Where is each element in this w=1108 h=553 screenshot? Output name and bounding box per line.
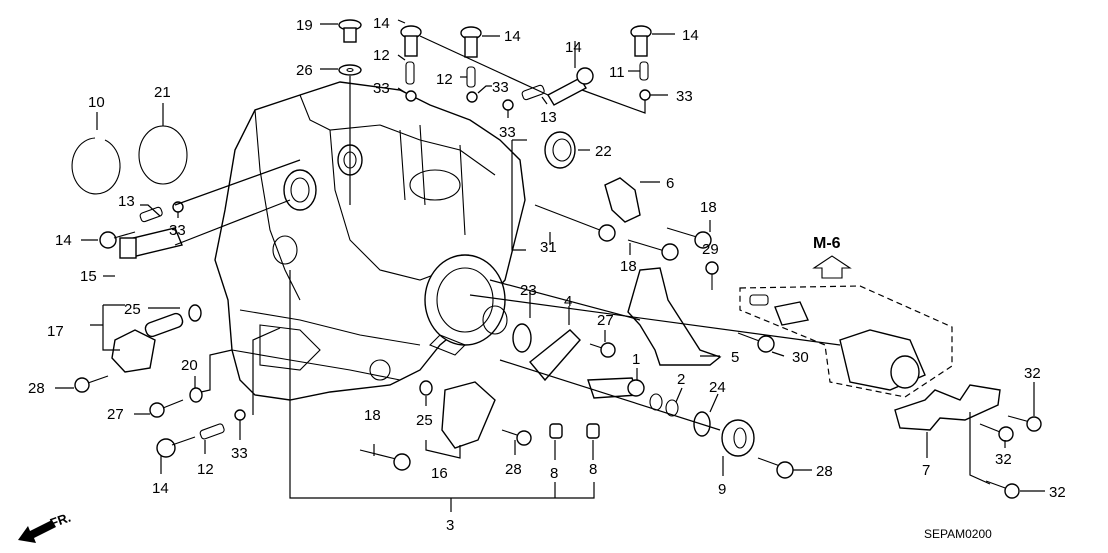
front-label: FR. (48, 510, 73, 531)
small-parts (71, 19, 1042, 499)
callout-16[interactable]: 16 (431, 465, 448, 482)
up-arrow-icon (812, 255, 852, 279)
callout-18[interactable]: 18 (700, 199, 717, 216)
callout-2[interactable]: 2 (677, 371, 685, 388)
callout-14[interactable]: 14 (55, 232, 72, 249)
callout-labels: 19 26 14 12 33 14 12 33 14 13 33 14 11 3… (28, 15, 1066, 534)
callout-1[interactable]: 1 (632, 351, 640, 368)
callout-32[interactable]: 32 (1049, 484, 1066, 501)
bolt-14-c (547, 67, 594, 106)
bolt-14-a (400, 25, 422, 57)
callout-8[interactable]: 8 (589, 461, 597, 478)
callout-28[interactable]: 28 (28, 380, 45, 397)
front-indicator: FR. (18, 510, 73, 543)
callout-12[interactable]: 12 (373, 47, 390, 64)
callout-14[interactable]: 14 (373, 15, 390, 32)
callout-25[interactable]: 25 (416, 412, 433, 429)
callout-33[interactable]: 33 (676, 88, 693, 105)
callout-7[interactable]: 7 (922, 462, 930, 479)
callout-22[interactable]: 22 (595, 143, 612, 160)
callout-19[interactable]: 19 (296, 17, 313, 34)
callout-23[interactable]: 23 (520, 282, 537, 299)
callout-33[interactable]: 33 (231, 445, 248, 462)
callout-5[interactable]: 5 (731, 349, 739, 366)
callout-4[interactable]: 4 (564, 293, 572, 310)
callout-13[interactable]: 13 (540, 109, 557, 126)
m6-reference-label: M-6 (813, 235, 841, 252)
callout-12[interactable]: 12 (197, 461, 214, 478)
callout-8[interactable]: 8 (550, 465, 558, 482)
callout-18[interactable]: 18 (620, 258, 637, 275)
callout-33[interactable]: 33 (499, 124, 516, 141)
callout-29[interactable]: 29 (702, 241, 719, 258)
callout-32[interactable]: 32 (995, 451, 1012, 468)
callout-20[interactable]: 20 (181, 357, 198, 374)
callout-30[interactable]: 30 (792, 349, 809, 366)
bolt-14-b (460, 26, 482, 58)
callout-33[interactable]: 33 (169, 222, 186, 239)
transmission-case (214, 81, 526, 401)
callout-28[interactable]: 28 (505, 461, 522, 478)
callout-12[interactable]: 12 (436, 71, 453, 88)
leader-lines (55, 19, 1045, 512)
callout-27[interactable]: 27 (597, 312, 614, 329)
callout-10[interactable]: 10 (88, 94, 105, 111)
callout-33[interactable]: 33 (492, 79, 509, 96)
callout-18[interactable]: 18 (364, 407, 381, 424)
callout-28[interactable]: 28 (816, 463, 833, 480)
callout-6[interactable]: 6 (666, 175, 674, 192)
callout-25[interactable]: 25 (124, 301, 141, 318)
callout-26[interactable]: 26 (296, 62, 313, 79)
callout-9[interactable]: 9 (718, 481, 726, 498)
bolt-14-d (630, 25, 652, 57)
callout-31[interactable]: 31 (540, 239, 557, 256)
diagram-code: SEPAM0200 (924, 527, 992, 541)
callout-14[interactable]: 14 (682, 27, 699, 44)
callout-21[interactable]: 21 (154, 84, 171, 101)
callout-24[interactable]: 24 (709, 379, 726, 396)
callout-13[interactable]: 13 (118, 193, 135, 210)
m6-subassembly (739, 285, 953, 398)
m6-reference[interactable]: M-6 (812, 235, 852, 279)
callout-15[interactable]: 15 (80, 268, 97, 285)
callout-27[interactable]: 27 (107, 406, 124, 423)
callout-11[interactable]: 11 (609, 64, 625, 81)
callout-3[interactable]: 3 (446, 517, 454, 534)
callout-33[interactable]: 33 (373, 80, 390, 97)
callout-17[interactable]: 17 (47, 323, 64, 340)
callout-14[interactable]: 14 (152, 480, 169, 497)
callout-14[interactable]: 14 (565, 39, 582, 56)
front-arrow-icon (18, 520, 56, 543)
callout-14[interactable]: 14 (504, 28, 521, 45)
callout-32[interactable]: 32 (1024, 365, 1041, 382)
